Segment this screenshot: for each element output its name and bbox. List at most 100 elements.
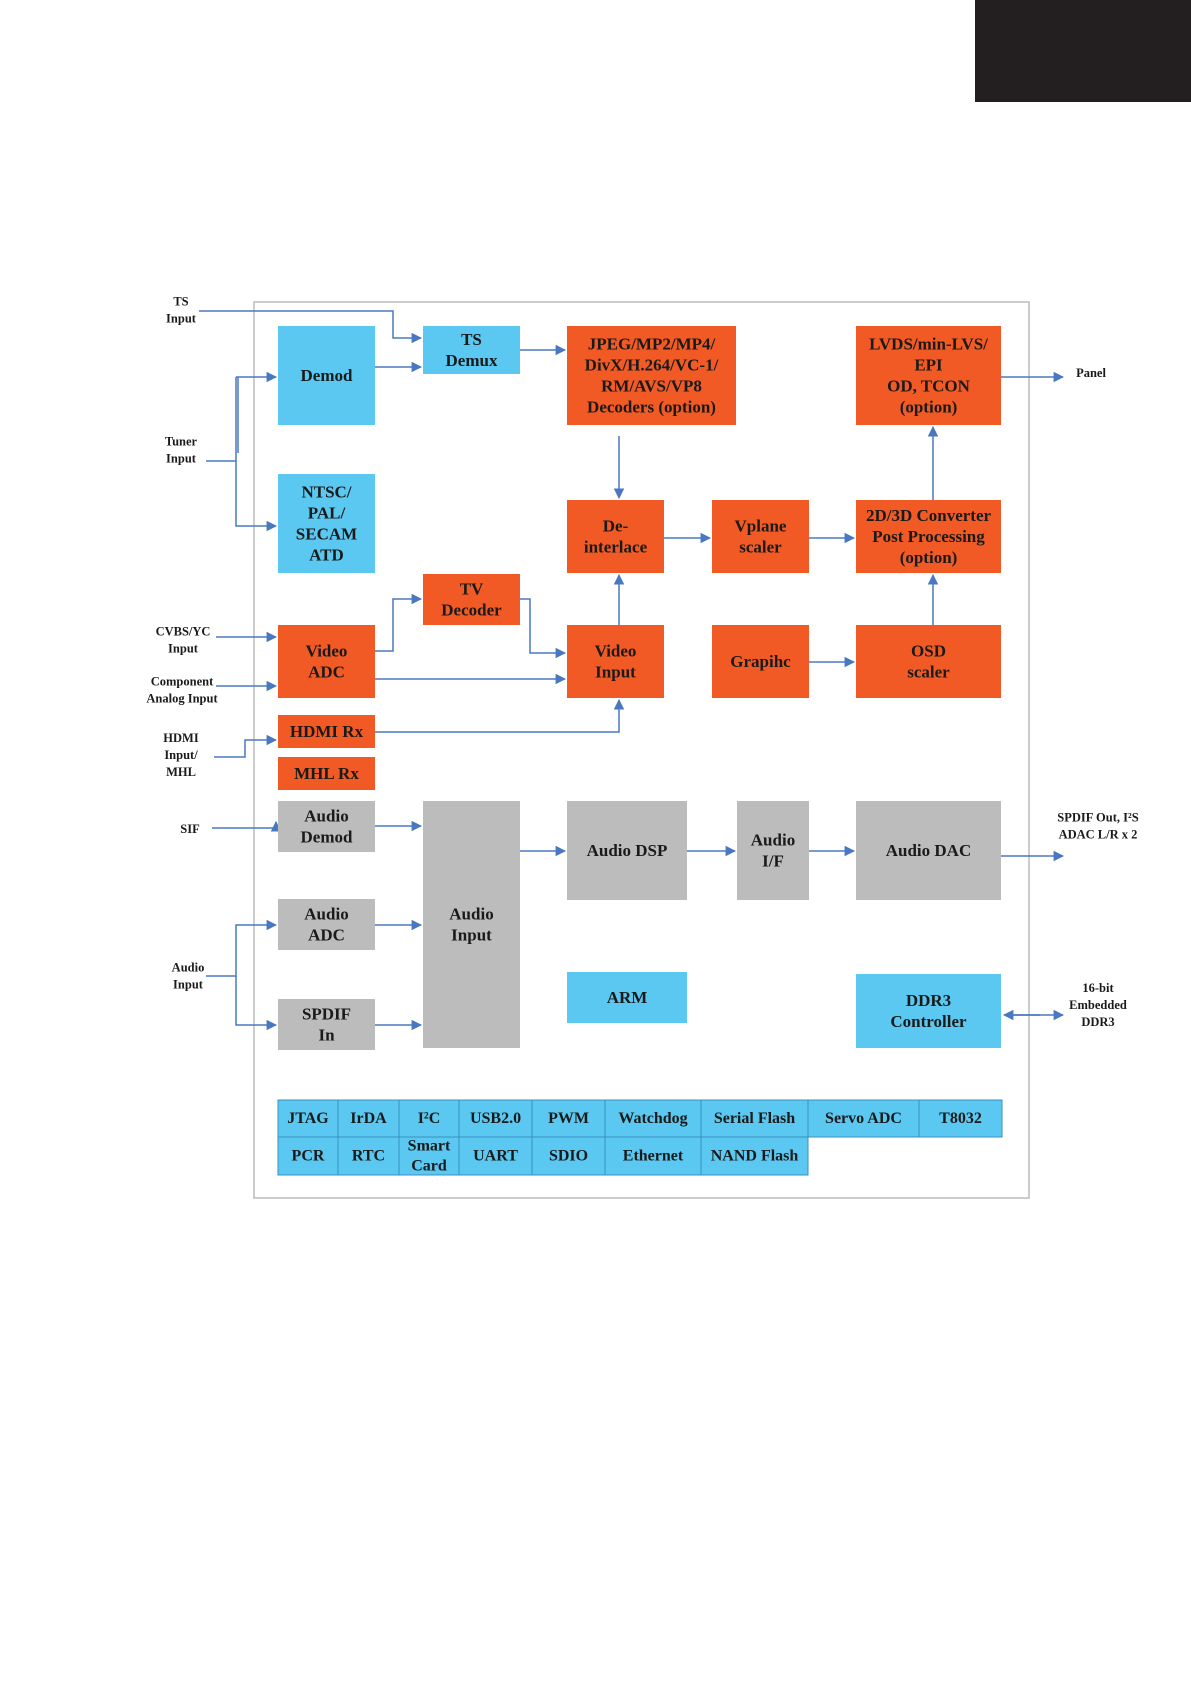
deinterlace-block: De-interlace [567, 500, 664, 573]
audio-input-ext-text: Audio [172, 961, 205, 975]
vplane-box [712, 500, 809, 573]
pcr-cell: PCR [277, 1136, 339, 1176]
vplane-label: scaler [739, 538, 782, 557]
video-input-box [567, 625, 664, 698]
pwm-box [531, 1099, 606, 1138]
audio-dac-label: Audio DAC [886, 841, 972, 860]
graphic-label: Grapihc [730, 652, 791, 671]
ts-demux-label: Demux [446, 351, 498, 370]
hdmi-rx-label: HDMI Rx [290, 722, 364, 741]
video-adc-box [278, 625, 375, 698]
tv-decoder-box [423, 574, 520, 625]
hdmi-input-text: MHL [166, 765, 196, 779]
component-input-text: Component [151, 675, 214, 689]
t8032-cell: T8032 [918, 1099, 1003, 1138]
arm-block: ARM [567, 972, 687, 1023]
ntsc-label: NTSC/ [301, 483, 351, 502]
audio-adc-label: Audio [304, 905, 348, 924]
component-input-text: Analog Input [146, 692, 218, 706]
jtag-cell: JTAG [277, 1099, 339, 1138]
tv-decoder-to-video-input-connector [520, 598, 567, 659]
usb-cell: USB2.0 [458, 1099, 533, 1138]
lvds-box [856, 326, 1001, 425]
i2c-box [398, 1099, 460, 1138]
deinterlace-box [567, 500, 664, 573]
osd-box [856, 625, 1001, 698]
audio-dsp-label: Audio DSP [587, 841, 668, 860]
audio-adc-label: ADC [308, 926, 345, 945]
ts-demux-box [423, 326, 520, 374]
spdif-in-box [278, 999, 375, 1050]
audio-input-ext-to-audio-adc-connector [206, 919, 278, 977]
audio-dac-block: Audio DAC [856, 801, 1001, 900]
ts-input-text: TS [173, 295, 188, 309]
demod-box [278, 326, 375, 425]
corner-tab [975, 0, 1191, 102]
lvds-label: LVDS/min-LVS/ [869, 335, 988, 354]
converter-label: (option) [900, 548, 958, 567]
tv-decoder-label: TV [460, 580, 484, 599]
audio-input-box [423, 801, 520, 1048]
nand-flash-label: NAND Flash [711, 1148, 799, 1165]
i2c-cell: I²C [398, 1099, 460, 1138]
audio-demod-label: Demod [301, 828, 353, 847]
video-adc-label: ADC [308, 663, 345, 682]
tuner-input-text: Tuner [165, 435, 198, 449]
decoders-label: DivX/H.264/VC-1/ [585, 356, 719, 375]
ethernet-label: Ethernet [623, 1148, 684, 1165]
video-adc-label: Video [306, 642, 348, 661]
irda-label: IrDA [350, 1110, 387, 1127]
pwm-label: PWM [548, 1110, 589, 1127]
decoders-label: JPEG/MP2/MP4/ [588, 335, 716, 354]
lvds-label: (option) [900, 398, 958, 417]
nand-flash-cell: NAND Flash [700, 1136, 809, 1176]
ethernet-cell: Ethernet [604, 1136, 702, 1176]
osd-label: scaler [907, 663, 950, 682]
usb-label: USB2.0 [470, 1110, 521, 1127]
ts-demux-label: TS [461, 330, 482, 349]
tv-decoder-label: Decoder [441, 601, 502, 620]
osd-label: OSD [911, 642, 946, 661]
deinterlace-label: De- [603, 517, 629, 536]
decoders-label: Decoders (option) [587, 398, 716, 417]
audio-if-label: I/F [762, 852, 784, 871]
rtc-label: RTC [352, 1148, 385, 1165]
audio-input-label: Audio [449, 905, 493, 924]
jtag-label: JTAG [287, 1110, 329, 1127]
tuner-input-text: Input [166, 452, 197, 466]
arm-label: ARM [607, 988, 648, 1007]
chip-boundary [253, 301, 1030, 1199]
serial-flash-cell: Serial Flash [700, 1099, 809, 1138]
audio-demod-box [278, 801, 375, 852]
pwm-cell: PWM [531, 1099, 606, 1138]
audio-dsp-block: Audio DSP [567, 801, 687, 900]
ddr3-controller-label: Controller [890, 1012, 967, 1031]
spdif-out-text: ADAC L/R x 2 [1059, 828, 1138, 842]
smart-card-label: Smart [408, 1138, 451, 1155]
servo-adc-box [807, 1099, 920, 1138]
ts-demux-block: TS Demux [423, 326, 520, 374]
ddr3-ext-text: 16-bit [1082, 981, 1114, 995]
osd-block: OSD scaler [856, 625, 1001, 698]
servo-adc-cell: Servo ADC [807, 1099, 920, 1138]
arm-box [567, 972, 687, 1023]
lvds-label: EPI [914, 356, 943, 375]
demod-label: Demod [301, 366, 353, 385]
sdio-cell: SDIO [531, 1136, 606, 1176]
i2c-label: I²C [418, 1110, 441, 1127]
sif-text: SIF [180, 822, 200, 836]
t8032-box [918, 1099, 1003, 1138]
